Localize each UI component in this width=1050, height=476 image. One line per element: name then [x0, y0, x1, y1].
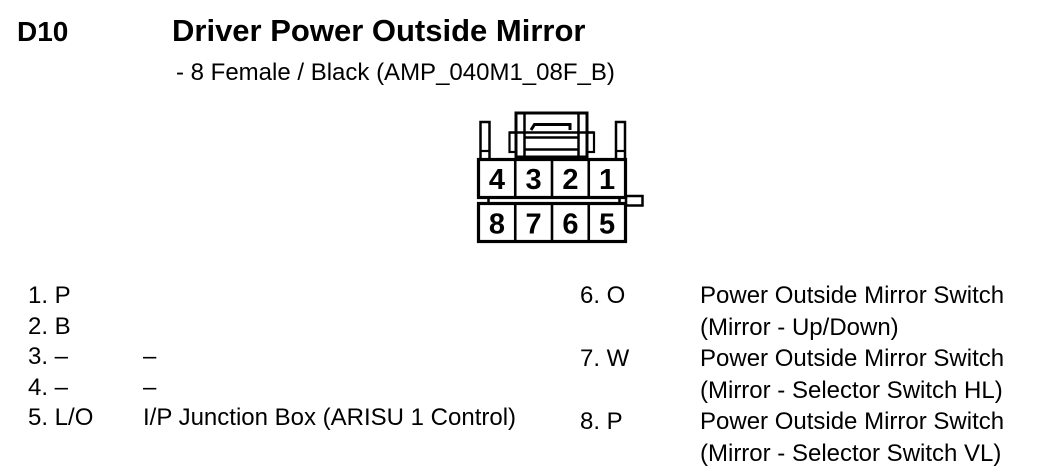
pin-row-2: 2. B	[28, 313, 71, 341]
pin-row-4: 4. – –	[28, 373, 156, 402]
pin-row-7: 7. W Power Outside Mirror Switch	[580, 345, 1004, 373]
pin-row-bottom: 8 7 6 5	[476, 201, 628, 244]
pin-6-desc-line1: Power Outside Mirror Switch	[700, 282, 1005, 309]
page-title: Driver Power Outside Mirror	[172, 13, 586, 48]
pin-3-desc: –	[143, 343, 157, 370]
pin-cell-5: 5	[599, 209, 615, 241]
pin-6-desc-line2: (Mirror - Up/Down)	[700, 313, 899, 341]
pin-7-desc-line2: (Mirror - Selector Switch HL)	[700, 376, 1003, 404]
pin-8-desc-line1: Power Outside Mirror Switch	[700, 408, 1005, 435]
pin-2-label: 2. B	[28, 312, 71, 340]
pin-row-8: 8. P Power Outside Mirror Switch	[580, 408, 1004, 436]
pin-cell-3: 3	[526, 164, 542, 196]
pin-row-5: 5. L/O I/P Junction Box (ARISU 1 Control…	[28, 404, 516, 432]
pin-8-label: 8. P	[580, 408, 623, 435]
pin-8-desc-line2: (Mirror - Selector Switch VL)	[700, 439, 1002, 467]
pin-5-desc: I/P Junction Box (ARISU 1 Control)	[143, 404, 517, 431]
side-key-tab-icon	[624, 194, 644, 207]
pin-cell-1: 1	[599, 164, 615, 196]
pin-list-left: 1. P 2. B 3. – – 4. – – 5. L/O I/P Junct…	[28, 282, 558, 452]
pin-cell-6: 6	[562, 209, 578, 241]
right-post-icon	[614, 120, 627, 161]
pin-5-label: 5. L/O	[28, 404, 94, 431]
connector-id: D10	[17, 16, 69, 47]
pin-4-desc: –	[143, 373, 157, 401]
pin-3-label: 3. –	[28, 343, 69, 370]
pin-row-3: 3. – –	[28, 343, 156, 371]
pin-4-label: 4. –	[28, 373, 69, 401]
latch-icon	[508, 111, 596, 159]
pin-cell-2: 2	[562, 164, 578, 196]
pin-cell-7: 7	[526, 209, 542, 241]
pin-row-6: 6. O Power Outside Mirror Switch	[580, 282, 1004, 310]
pin-row-1: 1. P	[28, 282, 71, 310]
pin-7-label: 7. W	[580, 345, 630, 372]
pin-1-label: 1. P	[28, 282, 71, 309]
page-subtitle: - 8 Female / Black (AMP_040M1_08F_B)	[176, 59, 615, 86]
pin-7-desc-line1: Power Outside Mirror Switch	[700, 345, 1005, 372]
pin-6-label: 6. O	[580, 282, 626, 309]
pin-cell-4: 4	[489, 164, 505, 196]
pin-cell-8: 8	[489, 209, 505, 241]
connector-pinout-diagram: 4 3 2 1 8 7 6 5	[476, 111, 644, 244]
pin-list-right: 6. O Power Outside Mirror Switch (Mirror…	[580, 282, 1045, 476]
pin-row-top: 4 3 2 1	[476, 157, 628, 200]
left-post-icon	[479, 120, 491, 161]
